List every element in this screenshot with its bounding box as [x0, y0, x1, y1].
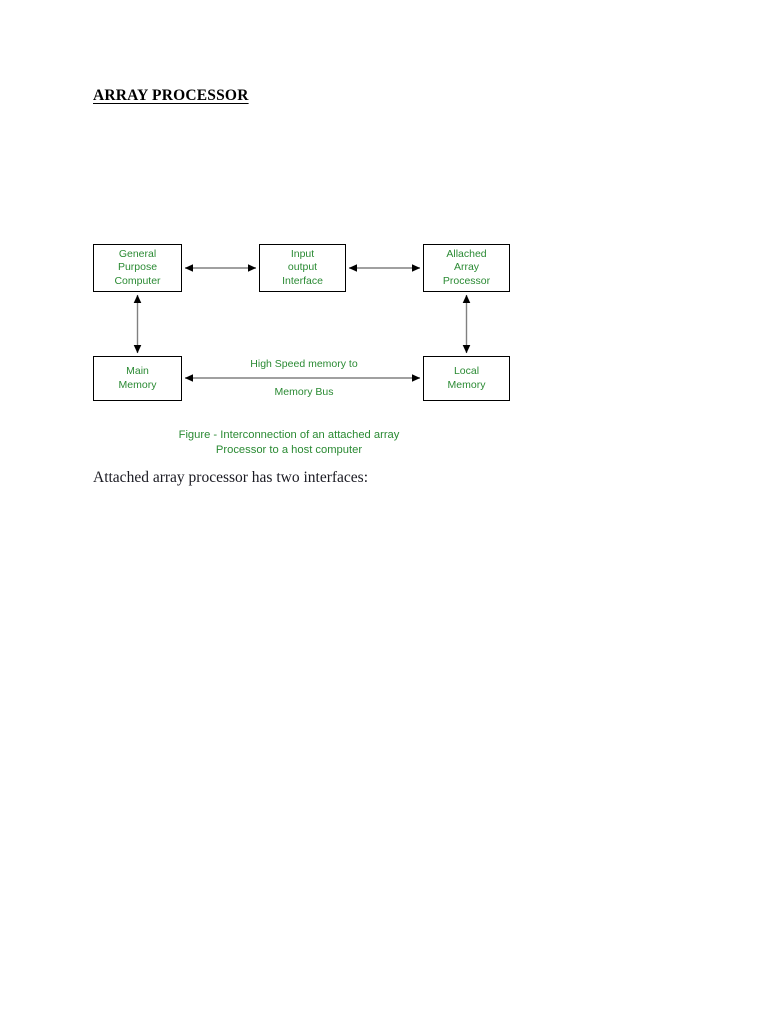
figure-caption-line: Processor to a host computer [215, 444, 363, 456]
node-label-line: Array [453, 261, 480, 274]
memory-bus-label-top: High Speed memory to [250, 358, 358, 370]
node-general-purpose-computer: General Purpose Computer [93, 244, 182, 292]
node-label-line: Allached [446, 248, 487, 261]
node-label-line: Local [453, 365, 480, 378]
page-title: ARRAY PROCESSOR [93, 87, 249, 104]
node-local-memory: Local Memory [423, 356, 510, 401]
node-input-output-interface: Input output Interface [259, 244, 346, 292]
figure-caption-line: Figure - Interconnection of an attached … [178, 429, 400, 441]
node-label-line: Processor [442, 274, 491, 287]
node-label-line: Interface [282, 274, 323, 287]
node-label-line: Memory [118, 378, 157, 391]
node-label-line: output [287, 261, 318, 274]
diagram-connectors [133, 264, 471, 382]
body-paragraph: Attached array processor has two interfa… [93, 469, 369, 486]
array-processor-diagram: General Purpose Computer Input output In… [0, 0, 768, 480]
node-label-line: Main [126, 365, 149, 378]
figure-caption: Figure - Interconnection of an attached … [104, 428, 474, 458]
node-label-line: Purpose [117, 261, 158, 274]
node-attached-array-processor: Allached Array Processor [423, 244, 510, 292]
node-main-memory: Main Memory [93, 356, 182, 401]
node-label-line: Computer [114, 274, 161, 287]
node-label-line: Memory [447, 378, 486, 391]
memory-bus-label-bottom: Memory Bus [274, 386, 334, 398]
node-label-line: Input [290, 248, 315, 261]
node-label-line: General [118, 248, 157, 261]
